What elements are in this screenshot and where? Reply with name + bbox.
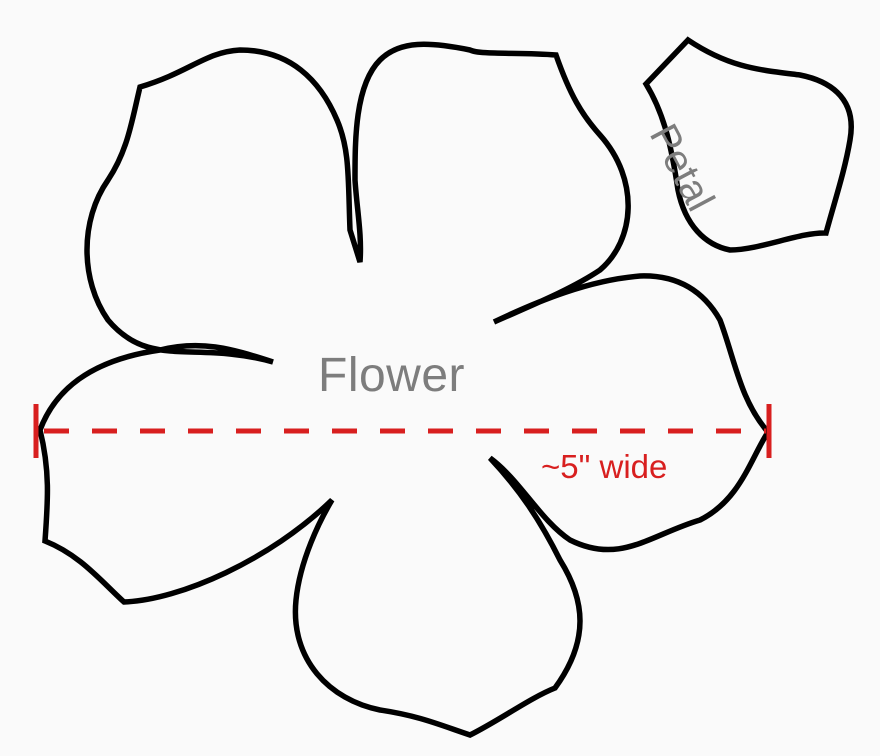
flower-label: Flower: [318, 349, 466, 402]
petal-outline: [642, 36, 854, 253]
width-measurement-label: ~5" wide: [541, 448, 668, 485]
flower-outline: [37, 41, 772, 738]
